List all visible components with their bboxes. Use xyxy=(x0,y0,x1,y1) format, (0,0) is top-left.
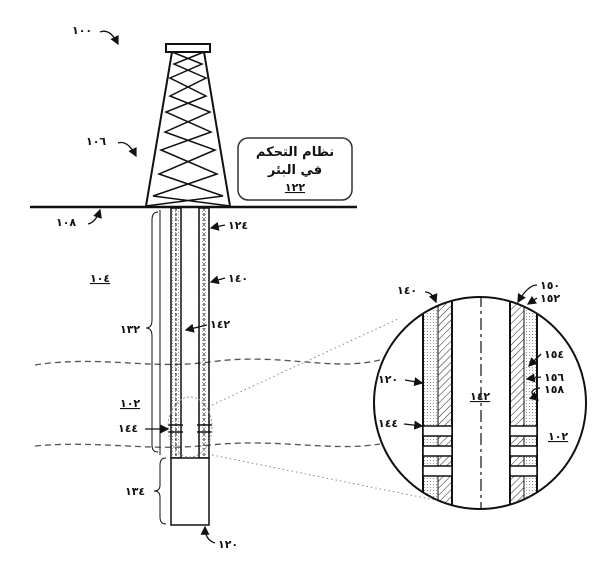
detail-label-102: ١٠٢ xyxy=(548,430,568,443)
label-142: ١٤٢ xyxy=(210,318,230,331)
label-102: ١٠٢ xyxy=(120,397,140,410)
control-box-line1: نظام التحكم xyxy=(256,145,334,160)
detail-label-140: ١٤٠ xyxy=(397,284,417,297)
label-134: ١٣٤ xyxy=(125,485,145,498)
detail-label-158: ١٥٨ xyxy=(544,383,564,396)
well-control-system-box: نظام التحكم في البئر ١٢٢ xyxy=(238,138,352,200)
label-140: ١٤٠ xyxy=(228,272,248,285)
detail-label-152: ١٥٢ xyxy=(540,292,560,305)
label-120: ١٢٠ xyxy=(218,538,238,551)
control-box-ref: ١٢٢ xyxy=(285,181,305,194)
label-132: ١٣٢ xyxy=(120,323,140,336)
control-box-line2: في البئر xyxy=(267,163,322,178)
wellbore xyxy=(160,208,212,525)
label-104: ١٠٤ xyxy=(90,272,110,285)
brace-134 xyxy=(154,458,166,524)
label-124: ١٢٤ xyxy=(228,219,248,232)
brace-132 xyxy=(146,212,158,452)
label-100: ١٠٠ xyxy=(72,24,92,37)
detail-view xyxy=(374,290,586,520)
detail-label-142: ١٤٢ xyxy=(470,390,490,403)
detail-label-150: ١٥٠ xyxy=(540,279,560,292)
derrick xyxy=(146,44,230,206)
detail-label-144: ١٤٤ xyxy=(378,417,398,430)
label-144: ١٤٤ xyxy=(118,422,138,435)
detail-label-120: ١٢٠ xyxy=(378,373,398,386)
label-108: ١٠٨ xyxy=(56,216,76,229)
label-106: ١٠٦ xyxy=(86,135,106,148)
detail-label-154: ١٥٤ xyxy=(544,348,564,361)
